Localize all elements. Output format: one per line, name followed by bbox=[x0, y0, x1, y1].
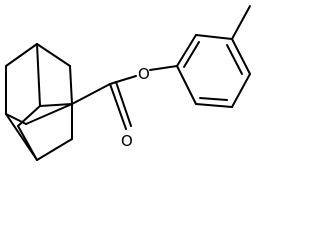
bond-cage-to-carbonyl-carbon bbox=[71, 83, 111, 105]
adamantane-bond bbox=[17, 125, 38, 161]
ester-group: O O bbox=[71, 65, 178, 150]
carbonyl-double-bond bbox=[109, 83, 127, 130]
ring-bond bbox=[176, 34, 197, 67]
bond-ester-oxygen-to-ring bbox=[149, 65, 178, 71]
ring-bond bbox=[176, 65, 197, 105]
ester-oxygen-label: O bbox=[138, 65, 150, 83]
adamantane-bond bbox=[36, 43, 71, 67]
adamantane-bond bbox=[5, 43, 38, 67]
adamantane-bond bbox=[5, 113, 27, 125]
molecule-canvas: O O bbox=[5, 5, 251, 161]
adamantane-bond bbox=[39, 103, 73, 107]
adamantane-cage bbox=[5, 43, 73, 161]
ring-bond bbox=[231, 73, 251, 108]
ring-bond bbox=[231, 38, 251, 75]
adamantane-bond bbox=[36, 138, 73, 161]
ring-bond bbox=[195, 103, 233, 108]
ring-inner-double-bond bbox=[199, 97, 228, 101]
ring-inner-double-bond bbox=[226, 44, 243, 75]
adamantane-bond bbox=[25, 103, 73, 125]
bond-carbonyl-carbon-to-ester-oxygen bbox=[109, 75, 137, 85]
molecule-structure: O O bbox=[5, 5, 251, 161]
carbonyl-double-bond bbox=[115, 81, 132, 127]
adamantane-bond bbox=[69, 65, 73, 105]
tolyl-ring bbox=[176, 5, 251, 108]
carbonyl-oxygen-label: O bbox=[121, 132, 133, 150]
ring-bond bbox=[195, 34, 233, 40]
adamantane-bond bbox=[36, 43, 41, 107]
methyl-bond bbox=[231, 5, 251, 40]
ring-inner-double-bond bbox=[183, 41, 200, 68]
